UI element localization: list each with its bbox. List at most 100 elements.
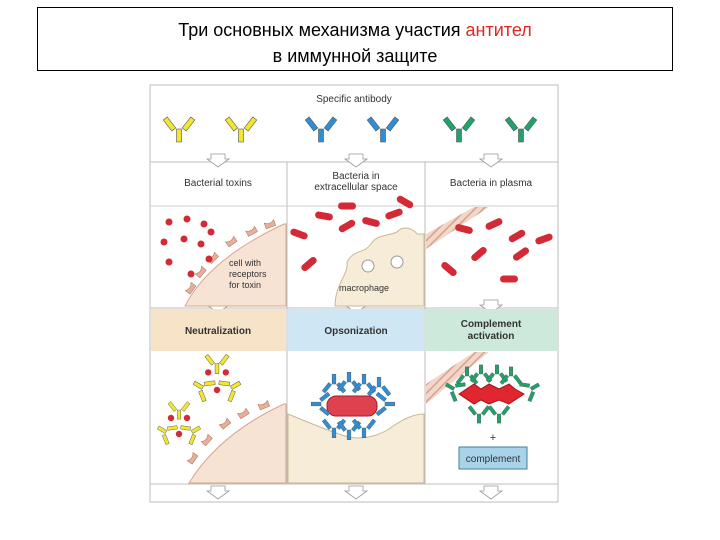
macrophage-vesicle — [390, 255, 404, 269]
opsonized-bacterium — [326, 395, 378, 417]
toxin-receptors — [186, 399, 271, 465]
host-cell — [188, 403, 287, 484]
bacterium — [338, 219, 356, 233]
title-highlight-word: антител — [465, 20, 532, 40]
receptor-icon — [263, 218, 277, 230]
flow-arrow — [478, 153, 504, 168]
toxin-dot — [160, 238, 168, 246]
opsonizing-antibodies — [311, 372, 395, 440]
toxin-dot — [222, 369, 229, 376]
opsonization-scene — [287, 372, 425, 484]
bacterium — [485, 218, 503, 230]
plasma-bacteria — [441, 218, 553, 283]
antibody-icon — [167, 401, 191, 420]
toxin-dot — [200, 220, 208, 228]
antibody-icon — [375, 391, 395, 417]
receptor-icon — [218, 417, 232, 430]
toxin-dot — [175, 430, 183, 438]
macrophage-cell — [334, 227, 425, 307]
toxin-dot — [183, 215, 191, 223]
complement-bound-bacterium — [458, 383, 525, 405]
toxin-dot — [205, 255, 213, 263]
macrophage-annotation: macrophage — [339, 283, 389, 293]
macrophage-vesicle — [361, 259, 375, 273]
receptor-icon — [257, 399, 271, 411]
antibody-icon — [519, 382, 541, 402]
bacterium — [362, 217, 380, 227]
receptor-icon — [200, 433, 213, 447]
title-line-1: Три основных механизма участия антител — [38, 20, 672, 41]
antibody-icon — [224, 116, 258, 143]
receptor-icon — [184, 281, 197, 295]
flow-arrow — [205, 485, 231, 500]
bacterium — [338, 202, 356, 210]
antibody-icon — [351, 418, 377, 438]
complement-antibodies — [444, 364, 541, 424]
toxin-dot — [213, 386, 221, 394]
antibody-icon — [192, 380, 216, 403]
toxin-dot — [183, 414, 191, 422]
toxin-dot — [197, 240, 205, 248]
receptor-icon — [245, 225, 258, 237]
antibody-icon — [442, 116, 476, 143]
complement-label: complement — [466, 454, 521, 465]
toxin-dot — [167, 414, 175, 422]
antibody-icon — [218, 380, 242, 403]
header-antibodies — [162, 116, 538, 143]
bacterium — [500, 275, 518, 283]
title-line-1-prefix: Три основных механизма участия — [178, 20, 466, 40]
band-complement — [426, 309, 557, 351]
slide-title: Три основных механизма участия антител в… — [37, 7, 673, 71]
antibody-mechanisms-figure: Specific antibody Bacterial toxins Bacte… — [149, 84, 559, 503]
toxin-molecules — [160, 215, 215, 278]
header-label: Specific antibody — [316, 94, 392, 105]
bacterium — [385, 208, 403, 220]
flow-arrow — [343, 153, 369, 168]
band-opsonization — [288, 309, 424, 351]
label-bacterial-toxins: Bacterial toxins — [184, 178, 252, 189]
macrophage-surface — [287, 413, 425, 484]
bacterium — [441, 261, 457, 277]
flow-arrow — [478, 485, 504, 500]
label-bacteria-in-plasma: Bacteria in plasma — [450, 178, 533, 189]
bacterium — [535, 233, 553, 245]
bacterium — [290, 228, 308, 240]
receptor-icon — [224, 235, 238, 248]
receptor-icon — [186, 451, 199, 465]
antibody-icon — [311, 391, 331, 417]
band-neutralization — [151, 309, 286, 351]
antibody-icon — [504, 116, 538, 143]
title-line-2: в иммунной защите — [272, 46, 438, 66]
complement-box — [458, 446, 528, 470]
complement-scene: + complement — [426, 352, 541, 470]
antibody-icon — [487, 405, 511, 424]
bacterium — [512, 247, 530, 261]
bacterium — [508, 229, 526, 243]
bacterium — [471, 246, 487, 262]
antibody-icon — [366, 377, 392, 397]
antibody-icon — [467, 405, 491, 424]
receptor-icon — [194, 265, 207, 279]
neutralization-scene — [156, 353, 287, 484]
label-neutralization: Neutralization — [185, 326, 251, 337]
toxin-dot — [180, 235, 188, 243]
neutralizing-complexes — [156, 353, 242, 445]
antibody-icon — [444, 382, 466, 402]
label-opsonization: Opsonization — [324, 326, 387, 337]
bacterium — [315, 211, 333, 221]
plasma-scene — [426, 207, 553, 283]
toxin-dot — [187, 270, 195, 278]
toxin-dot — [207, 228, 215, 236]
antibody-icon — [180, 425, 202, 445]
flow-arrow — [205, 153, 231, 168]
toxin-dot — [165, 218, 173, 226]
bacterium — [455, 224, 473, 234]
antibody-icon — [304, 116, 338, 143]
flow-arrow — [343, 485, 369, 500]
antibody-icon — [156, 425, 178, 445]
toxin-dot — [165, 258, 173, 266]
